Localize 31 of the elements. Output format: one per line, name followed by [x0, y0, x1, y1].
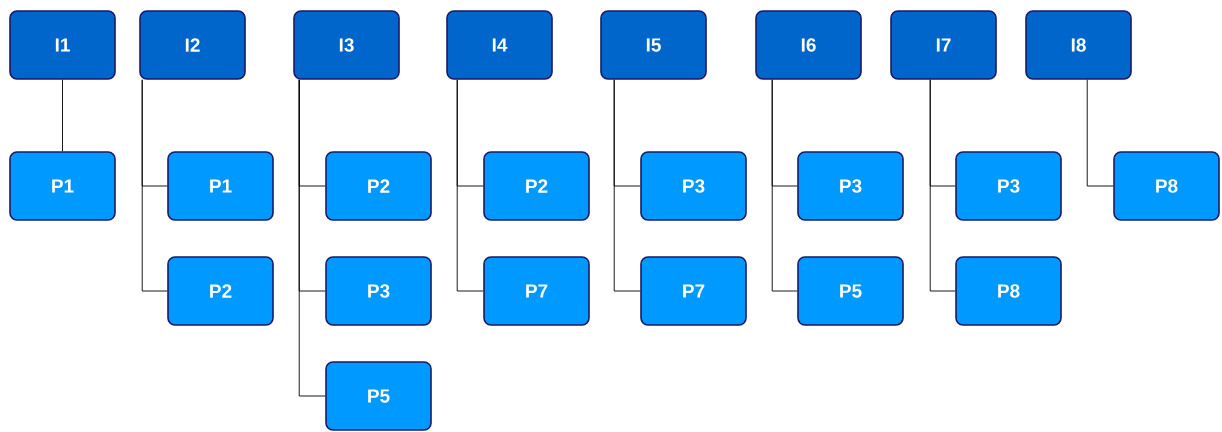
child-box: P3 [797, 151, 904, 221]
child-box: P7 [640, 256, 747, 326]
child-box: P7 [483, 256, 590, 326]
child-box: P3 [955, 151, 1062, 221]
child-box: P2 [167, 256, 274, 326]
item-box: I5 [600, 10, 707, 80]
child-box: P5 [797, 256, 904, 326]
child-box: P2 [483, 151, 590, 221]
connector-line [613, 79, 641, 292]
connector-line [771, 79, 798, 292]
child-box: P3 [325, 256, 432, 326]
child-box: P8 [1113, 151, 1220, 221]
item-box: I7 [890, 10, 997, 80]
item-box: I6 [755, 10, 862, 80]
child-box: P1 [167, 151, 274, 221]
connector-line [456, 79, 484, 292]
child-box: P3 [640, 151, 747, 221]
child-box: P2 [325, 151, 432, 221]
item-box: I3 [293, 10, 400, 80]
item-box: I8 [1025, 10, 1132, 80]
child-box: P5 [325, 361, 432, 431]
connector-line [1086, 79, 1114, 187]
item-box: I4 [446, 10, 553, 80]
child-box: P8 [955, 256, 1062, 326]
connector-line [298, 79, 326, 397]
item-box: I2 [139, 10, 246, 80]
connector-line [141, 79, 168, 292]
child-box: P1 [9, 151, 116, 221]
connector-line [929, 79, 956, 292]
connector-line [62, 79, 63, 152]
item-box: I1 [9, 10, 116, 80]
